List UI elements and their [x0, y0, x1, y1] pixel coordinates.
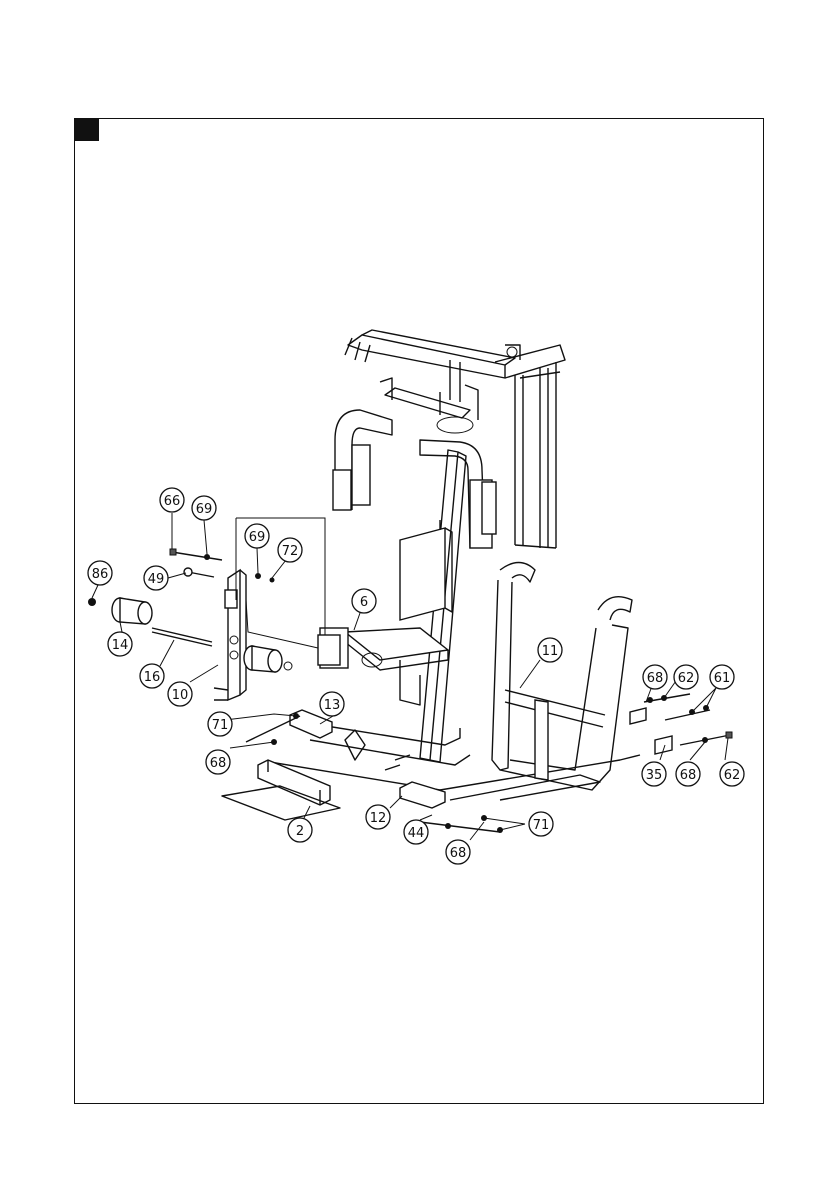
- svg-text:68: 68: [647, 671, 664, 686]
- callout-62: 62: [720, 762, 744, 786]
- svg-text:11: 11: [542, 644, 559, 659]
- callout-44: 44: [404, 820, 428, 844]
- svg-text:2: 2: [296, 824, 304, 839]
- foam-roller-lower: [244, 646, 292, 672]
- svg-text:16: 16: [144, 670, 161, 685]
- svg-text:14: 14: [112, 638, 129, 653]
- callout-86: 86: [88, 561, 112, 585]
- callout-68: 68: [206, 750, 230, 774]
- callout-35: 35: [642, 762, 666, 786]
- callout-14: 14: [108, 632, 132, 656]
- svg-text:69: 69: [249, 530, 266, 545]
- hardware-upper-left: [170, 549, 275, 583]
- top-beam: [345, 330, 565, 378]
- back-pad: [400, 520, 452, 620]
- bracket-35: [630, 708, 672, 754]
- svg-text:72: 72: [282, 544, 299, 559]
- svg-text:68: 68: [450, 846, 467, 861]
- upper-crossbar: [380, 360, 478, 433]
- press-arms: [333, 410, 496, 548]
- svg-text:71: 71: [212, 718, 229, 733]
- callout-12: 12: [366, 805, 390, 829]
- callout-2: 2: [288, 818, 312, 842]
- callout-6: 6: [352, 589, 376, 613]
- callout-71: 71: [529, 812, 553, 836]
- callout-62: 62: [674, 665, 698, 689]
- callout-11: 11: [538, 638, 562, 662]
- svg-text:12: 12: [370, 811, 387, 826]
- svg-text:66: 66: [164, 494, 181, 509]
- svg-text:49: 49: [148, 572, 165, 587]
- svg-text:71: 71: [533, 818, 550, 833]
- svg-text:62: 62: [678, 671, 695, 686]
- callout-68: 68: [446, 840, 470, 864]
- svg-text:68: 68: [680, 768, 697, 783]
- svg-text:10: 10: [172, 688, 189, 703]
- callout-69: 69: [245, 524, 269, 548]
- bracket-12: [400, 782, 445, 808]
- svg-text:68: 68: [210, 756, 227, 771]
- callout-69: 69: [192, 496, 216, 520]
- right-frame: [492, 563, 632, 791]
- callout-68: 68: [643, 665, 667, 689]
- svg-text:6: 6: [360, 595, 368, 610]
- leg-arm: [214, 570, 246, 700]
- svg-text:62: 62: [724, 768, 741, 783]
- svg-text:44: 44: [408, 826, 425, 841]
- svg-text:86: 86: [92, 567, 109, 582]
- callout-10: 10: [168, 682, 192, 706]
- callout-49: 49: [144, 566, 168, 590]
- callout-13: 13: [320, 692, 344, 716]
- svg-text:61: 61: [714, 671, 731, 686]
- svg-text:13: 13: [324, 698, 341, 713]
- callout-71: 71: [208, 712, 232, 736]
- weight-stack-guides: [515, 362, 560, 548]
- front-foot: [222, 760, 340, 820]
- callout-16: 16: [140, 664, 164, 688]
- callout-72: 72: [278, 538, 302, 562]
- svg-text:35: 35: [646, 768, 663, 783]
- svg-text:69: 69: [196, 502, 213, 517]
- callout-68: 68: [676, 762, 700, 786]
- foam-roller-upper: [88, 598, 152, 624]
- callout-66: 66: [160, 488, 184, 512]
- hardware-right: [644, 694, 732, 745]
- callout-61: 61: [710, 665, 734, 689]
- roller-axle-16: [152, 628, 212, 646]
